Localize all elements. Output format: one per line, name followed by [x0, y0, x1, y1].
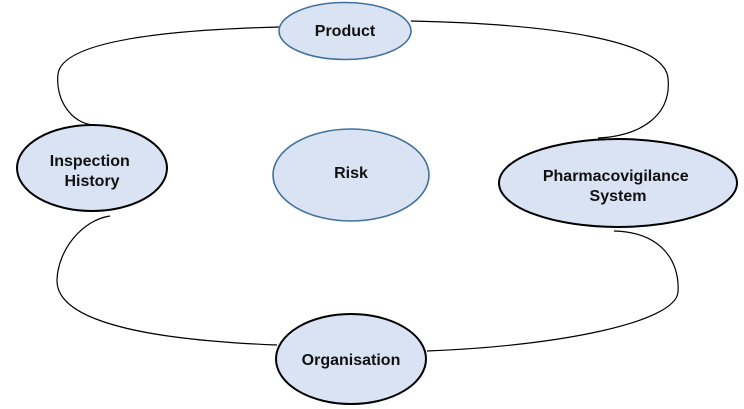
- connectors: [56, 20, 679, 352]
- node-pharmacovigilance-system-shape: [498, 138, 738, 228]
- node-risk: Risk: [272, 128, 430, 222]
- node-product-label: Product: [315, 23, 376, 40]
- node-organisation-shape: [275, 313, 427, 405]
- connector-inspection-history-organisation: [56, 215, 278, 346]
- node-risk-label: Risk: [334, 165, 368, 182]
- node-organisation: Organisation: [275, 313, 427, 405]
- connector-product-inspection-history: [57, 26, 281, 126]
- node-organisation-label: Organisation: [302, 352, 401, 369]
- node-inspection-history-label: Inspection History: [50, 153, 134, 190]
- node-pharmacovigilance-system-label: Pharmacovigilance System: [543, 168, 693, 205]
- node-pharmacovigilance-system: Pharmacovigilance System: [498, 138, 738, 228]
- node-inspection-history-shape: [16, 124, 168, 212]
- node-inspection-history: Inspection History: [16, 124, 168, 212]
- node-risk-shape: [272, 128, 430, 222]
- node-product: Product: [278, 1, 412, 61]
- connector-product-pharmacovigilance-system: [410, 20, 669, 139]
- connector-pharmacovigilance-system-organisation: [426, 230, 679, 352]
- node-product-shape: [278, 1, 412, 61]
